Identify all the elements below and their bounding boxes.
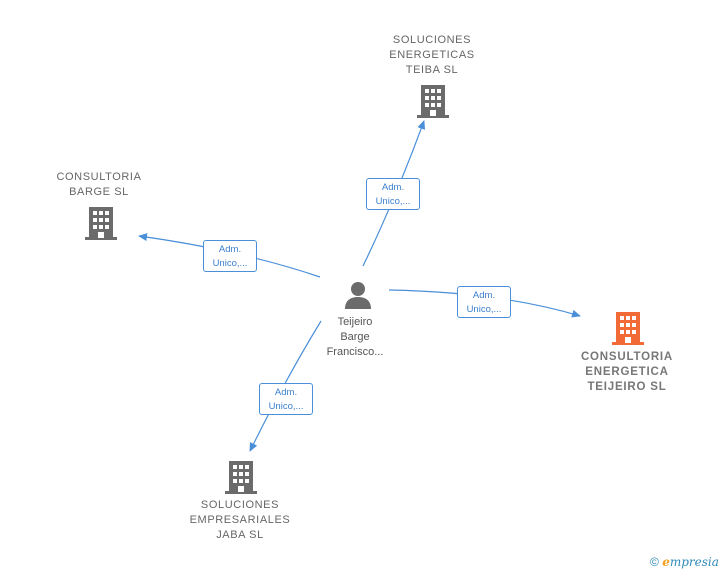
role-line: Unico,...: [375, 196, 411, 207]
edge-label-barge[interactable]: Adm. Unico,...: [203, 240, 257, 272]
building-icon[interactable]: [417, 83, 449, 119]
brand-name: mpresia: [669, 555, 719, 569]
edge-label-jaba[interactable]: Adm. Unico,...: [259, 383, 313, 415]
edge-label-teijeiro[interactable]: Adm. Unico,...: [457, 286, 511, 318]
role-line: Adm.: [218, 244, 242, 255]
copyright-icon: ©: [650, 555, 659, 569]
person-node[interactable]: Teijeiro Barge Francisco...: [305, 315, 405, 360]
company-name[interactable]: CONSULTORIA BARGE SL: [56, 171, 142, 198]
building-icon[interactable]: [225, 459, 257, 495]
role-line: Adm.: [472, 290, 496, 301]
brand-initial: e: [662, 555, 670, 569]
building-icon[interactable]: [612, 310, 644, 346]
role-line: Adm.: [381, 182, 405, 193]
company-node-jaba[interactable]: SOLUCIONES EMPRESARIALES JABA SL: [180, 498, 300, 543]
company-node-teijeiro[interactable]: CONSULTORIA ENERGETICA TEIJEIRO SL: [570, 350, 684, 395]
company-name[interactable]: CONSULTORIA ENERGETICA TEIJEIRO SL: [580, 351, 674, 393]
building-icon[interactable]: [85, 205, 117, 241]
company-name[interactable]: SOLUCIONES ENERGETICAS TEIBA SL: [389, 34, 475, 76]
company-name[interactable]: SOLUCIONES EMPRESARIALES JABA SL: [189, 499, 291, 541]
footer-brand[interactable]: © empresia: [650, 555, 719, 569]
role-line: Unico,...: [466, 304, 502, 315]
role-line: Unico,...: [212, 258, 248, 269]
company-node-teiba[interactable]: SOLUCIONES ENERGETICAS TEIBA SL: [376, 33, 488, 78]
edge-label-teiba[interactable]: Adm. Unico,...: [366, 178, 420, 210]
company-node-barge[interactable]: CONSULTORIA BARGE SL: [44, 170, 154, 200]
person-icon[interactable]: [343, 280, 373, 310]
person-name[interactable]: Teijeiro Barge Francisco...: [326, 316, 384, 358]
role-line: Adm.: [274, 387, 298, 398]
brand-logo: empresia: [662, 555, 719, 569]
role-line: Unico,...: [268, 401, 304, 412]
